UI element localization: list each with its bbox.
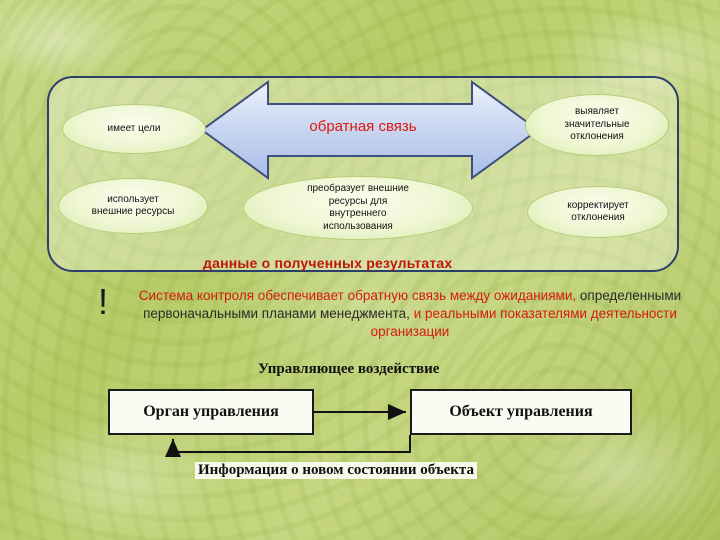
- feedback-info-arrow: [165, 435, 411, 457]
- goals-ellipse: имеет цели: [62, 104, 206, 154]
- results-data-label: данные о полученных результатах: [203, 255, 453, 271]
- transform-resources-ellipse: преобразует внешние ресурсы для внутренн…: [243, 176, 473, 240]
- correction-ellipse: корректирует отклонения: [527, 186, 669, 238]
- exclamation-mark: !: [98, 281, 109, 322]
- note-part-3: и реальными показателями деятельности ор…: [370, 306, 677, 339]
- new-state-info-label: Информация о новом состоянии объекта: [195, 462, 477, 479]
- managed-object-box: Объект управления: [410, 389, 632, 435]
- management-body-text: Орган управления: [143, 403, 279, 420]
- transform-resources-text: преобразует внешние ресурсы для внутренн…: [307, 183, 409, 232]
- deviations-text: выявляет значительные отклонения: [564, 106, 630, 143]
- management-body-box: Орган управления: [108, 389, 314, 435]
- correction-text: корректирует отклонения: [567, 199, 629, 224]
- deviations-ellipse: выявляет значительные отклонения: [525, 94, 669, 156]
- external-resources-text: использует внешние ресурсы: [91, 193, 175, 218]
- note-part-2: определенными первоначальными планами ме…: [143, 288, 682, 321]
- feedback-arrow-label: обратная связь: [309, 118, 417, 135]
- note-part-1: Система контроля обеспечивает обратную с…: [138, 288, 577, 303]
- control-system-note: Система контроля обеспечивает обратную с…: [130, 287, 690, 341]
- managed-object-text: Объект управления: [449, 403, 593, 420]
- external-resources-ellipse: использует внешние ресурсы: [58, 178, 208, 234]
- goals-text: имеет цели: [107, 122, 161, 134]
- control-action-label: Управляющее воздействие: [258, 361, 440, 377]
